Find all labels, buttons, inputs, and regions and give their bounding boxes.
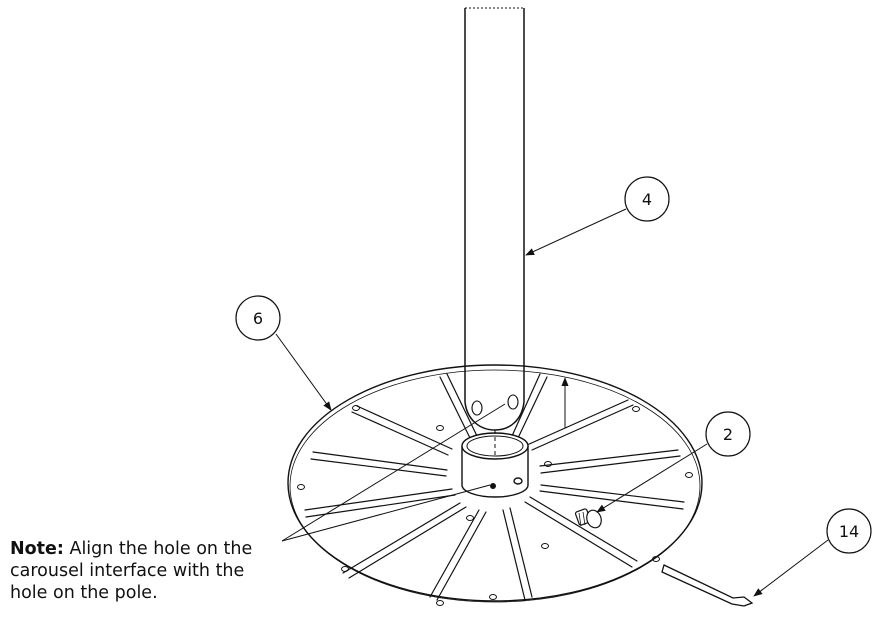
screw — [574, 508, 602, 529]
pole-hole-right — [507, 394, 519, 410]
callout-leaders — [275, 208, 829, 597]
radial-slots — [304, 373, 685, 601]
insertion-guide — [494, 377, 569, 458]
callout-14: 14 — [826, 508, 872, 554]
note-text-1: Align the hole on the — [63, 539, 253, 559]
plate-holes — [297, 405, 693, 606]
callout-2-label: 2 — [723, 425, 733, 444]
note-line-3: hole on the pole. — [10, 583, 158, 603]
assembly-note: Note: Align the hole on the carousel int… — [10, 538, 280, 604]
callout-6-label: 6 — [253, 309, 263, 328]
carousel-interface — [461, 432, 529, 498]
callout-14-label: 14 — [839, 522, 859, 541]
note-label: Note: — [10, 539, 64, 559]
callout-4-label: 4 — [642, 190, 652, 209]
hex-key — [661, 564, 754, 607]
note-line-1: Note: Align the hole on the — [10, 538, 280, 560]
pole-hole-left — [471, 400, 483, 416]
note-line-2: carousel interface with the — [10, 561, 245, 581]
note-leaders — [281, 403, 506, 542]
interface-hole — [490, 483, 496, 489]
callout-4: 4 — [624, 176, 670, 222]
callout-2: 2 — [705, 411, 751, 457]
callout-6: 6 — [235, 295, 281, 341]
